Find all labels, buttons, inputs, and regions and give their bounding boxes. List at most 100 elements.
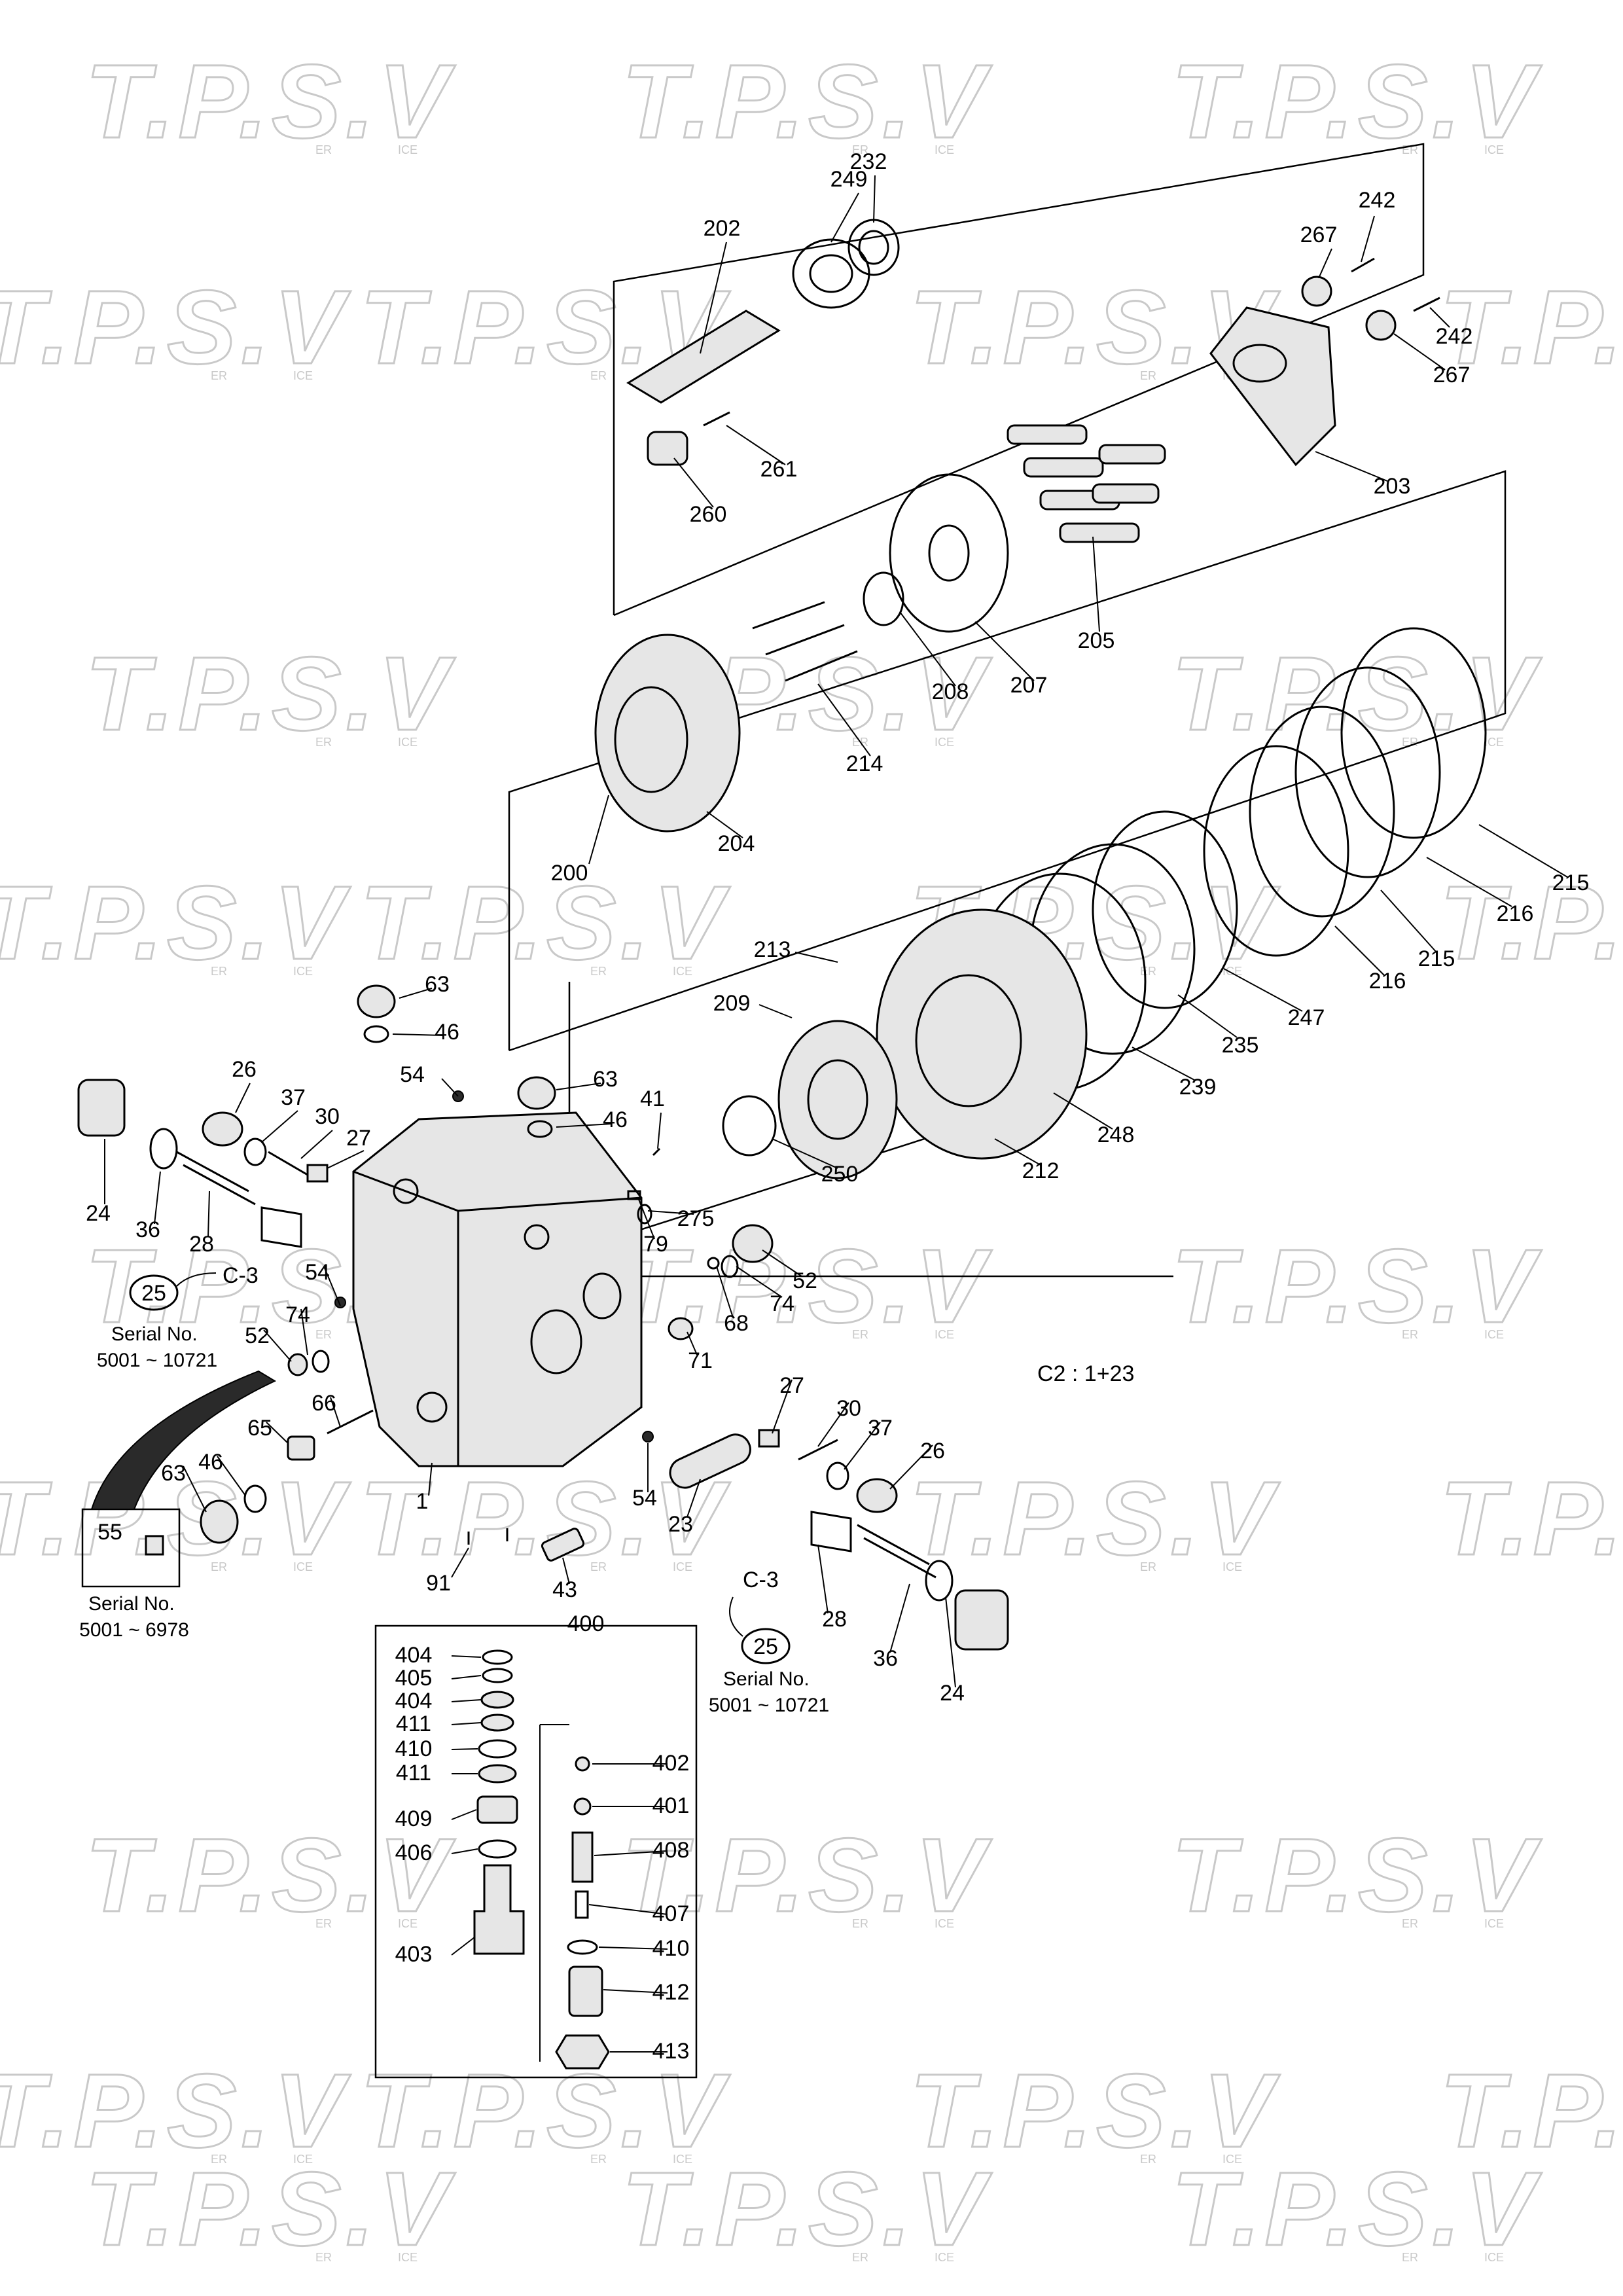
callout-209: 209	[713, 991, 751, 1016]
svg-text:ER: ER	[211, 1560, 227, 1573]
leader-line	[451, 1809, 477, 1820]
ref-25-left: 25	[141, 1281, 166, 1306]
spring-30-right	[798, 1439, 838, 1461]
svg-text:T.P.S.V: T.P.S.V	[622, 43, 992, 160]
spring-261	[703, 411, 730, 427]
svg-text:ICE: ICE	[293, 1560, 313, 1573]
ref-circle-25-left	[129, 1274, 179, 1311]
leader-line	[451, 1547, 469, 1578]
callout-54: 54	[632, 1486, 657, 1511]
callout-267: 267	[1300, 223, 1338, 247]
svg-text:ER: ER	[315, 143, 332, 156]
svg-text:ICE: ICE	[398, 1917, 418, 1930]
svg-text:T.P.S.V: T.P.S.V	[1171, 1227, 1542, 1344]
part-410	[478, 1739, 517, 1759]
plug-52-right	[732, 1224, 774, 1263]
callout-54: 54	[305, 1260, 330, 1285]
svg-text:T.P.S.V: T.P.S.V	[1171, 1816, 1542, 1933]
oring-74-left	[312, 1350, 330, 1373]
serial-notes: Serial No. 5001 ~ 10721 Serial No. 5001 …	[79, 1323, 829, 1716]
callout-402: 402	[652, 1751, 690, 1776]
leader-line	[1426, 857, 1512, 907]
plate-207	[889, 473, 1009, 633]
svg-text:T.P.S.V: T.P.S.V	[1440, 1460, 1623, 1577]
leader-line	[945, 1596, 956, 1688]
leader-line	[300, 1308, 308, 1355]
callout-411: 411	[396, 1712, 431, 1736]
svg-text:T.P.S.V: T.P.S.V	[360, 864, 730, 981]
svg-text:T.P.S.V: T.P.S.V	[0, 2052, 351, 2169]
callout-37: 37	[868, 1416, 893, 1441]
svg-text:T.P.S.V: T.P.S.V	[622, 1816, 992, 1933]
serial-note-upper-left: Serial No. 5001 ~ 10721	[97, 1323, 217, 1371]
svg-text:ER: ER	[211, 965, 227, 978]
callout-24: 24	[940, 1681, 965, 1706]
svg-text:ER: ER	[852, 1328, 868, 1341]
plate-215-a	[1340, 627, 1487, 839]
leader-line	[428, 1462, 433, 1496]
leader-line	[235, 1083, 251, 1113]
part-402	[575, 1756, 590, 1772]
part-404-b	[480, 1691, 514, 1709]
svg-text:ER: ER	[1402, 1917, 1418, 1930]
ref-c3-left: C-3	[223, 1263, 259, 1288]
svg-text:ER: ER	[211, 369, 227, 382]
callout-408: 408	[652, 1838, 690, 1863]
callout-249: 249	[830, 167, 868, 192]
leader-line	[637, 1197, 655, 1240]
svg-text:ER: ER	[315, 2251, 332, 2264]
callout-247: 247	[1288, 1005, 1325, 1030]
spool-c3-left	[260, 1206, 302, 1248]
oring-36-right	[925, 1560, 954, 1602]
leader-line	[673, 457, 714, 508]
leader-line	[1334, 925, 1385, 976]
callout-239: 239	[1179, 1075, 1217, 1100]
callout-216: 216	[1369, 969, 1406, 994]
leader-line	[716, 1266, 734, 1318]
housing-209	[777, 1020, 898, 1179]
callout-36: 36	[873, 1646, 898, 1671]
spring-seat-26-left	[202, 1111, 243, 1147]
callout-79: 79	[643, 1232, 668, 1257]
svg-text:T.P.S.V: T.P.S.V	[85, 635, 455, 752]
svg-text:ER: ER	[590, 965, 607, 978]
part-401	[573, 1797, 592, 1816]
callout-404: 404	[395, 1689, 433, 1713]
svg-text:ICE: ICE	[1484, 736, 1504, 749]
svg-text:T.P.S.V: T.P.S.V	[0, 864, 351, 981]
callout-205: 205	[1078, 628, 1115, 653]
callout-409: 409	[395, 1806, 433, 1831]
ref-circle-25-right	[741, 1628, 791, 1664]
leader-line	[263, 1329, 292, 1362]
svg-text:T.P.S.V: T.P.S.V	[1440, 268, 1623, 386]
callout-54: 54	[400, 1062, 425, 1087]
plug-27-left	[306, 1164, 329, 1183]
callout-213: 213	[754, 937, 791, 962]
plate-215-b	[1249, 706, 1395, 918]
svg-text:ER: ER	[1140, 1560, 1156, 1573]
leader-line	[1361, 215, 1375, 262]
svg-text:ER: ER	[1140, 369, 1156, 382]
pistons-205	[1007, 424, 1166, 543]
callout-71: 71	[688, 1348, 713, 1373]
leader-line	[700, 242, 727, 354]
leader-line	[1429, 307, 1450, 328]
callout-261: 261	[760, 457, 798, 482]
callout-242: 242	[1436, 324, 1473, 349]
callout-labels: 2022492322672422422672032612602052072082…	[86, 149, 1589, 2064]
spring-28-left	[176, 1151, 256, 1206]
plate-216-b	[1203, 745, 1349, 957]
